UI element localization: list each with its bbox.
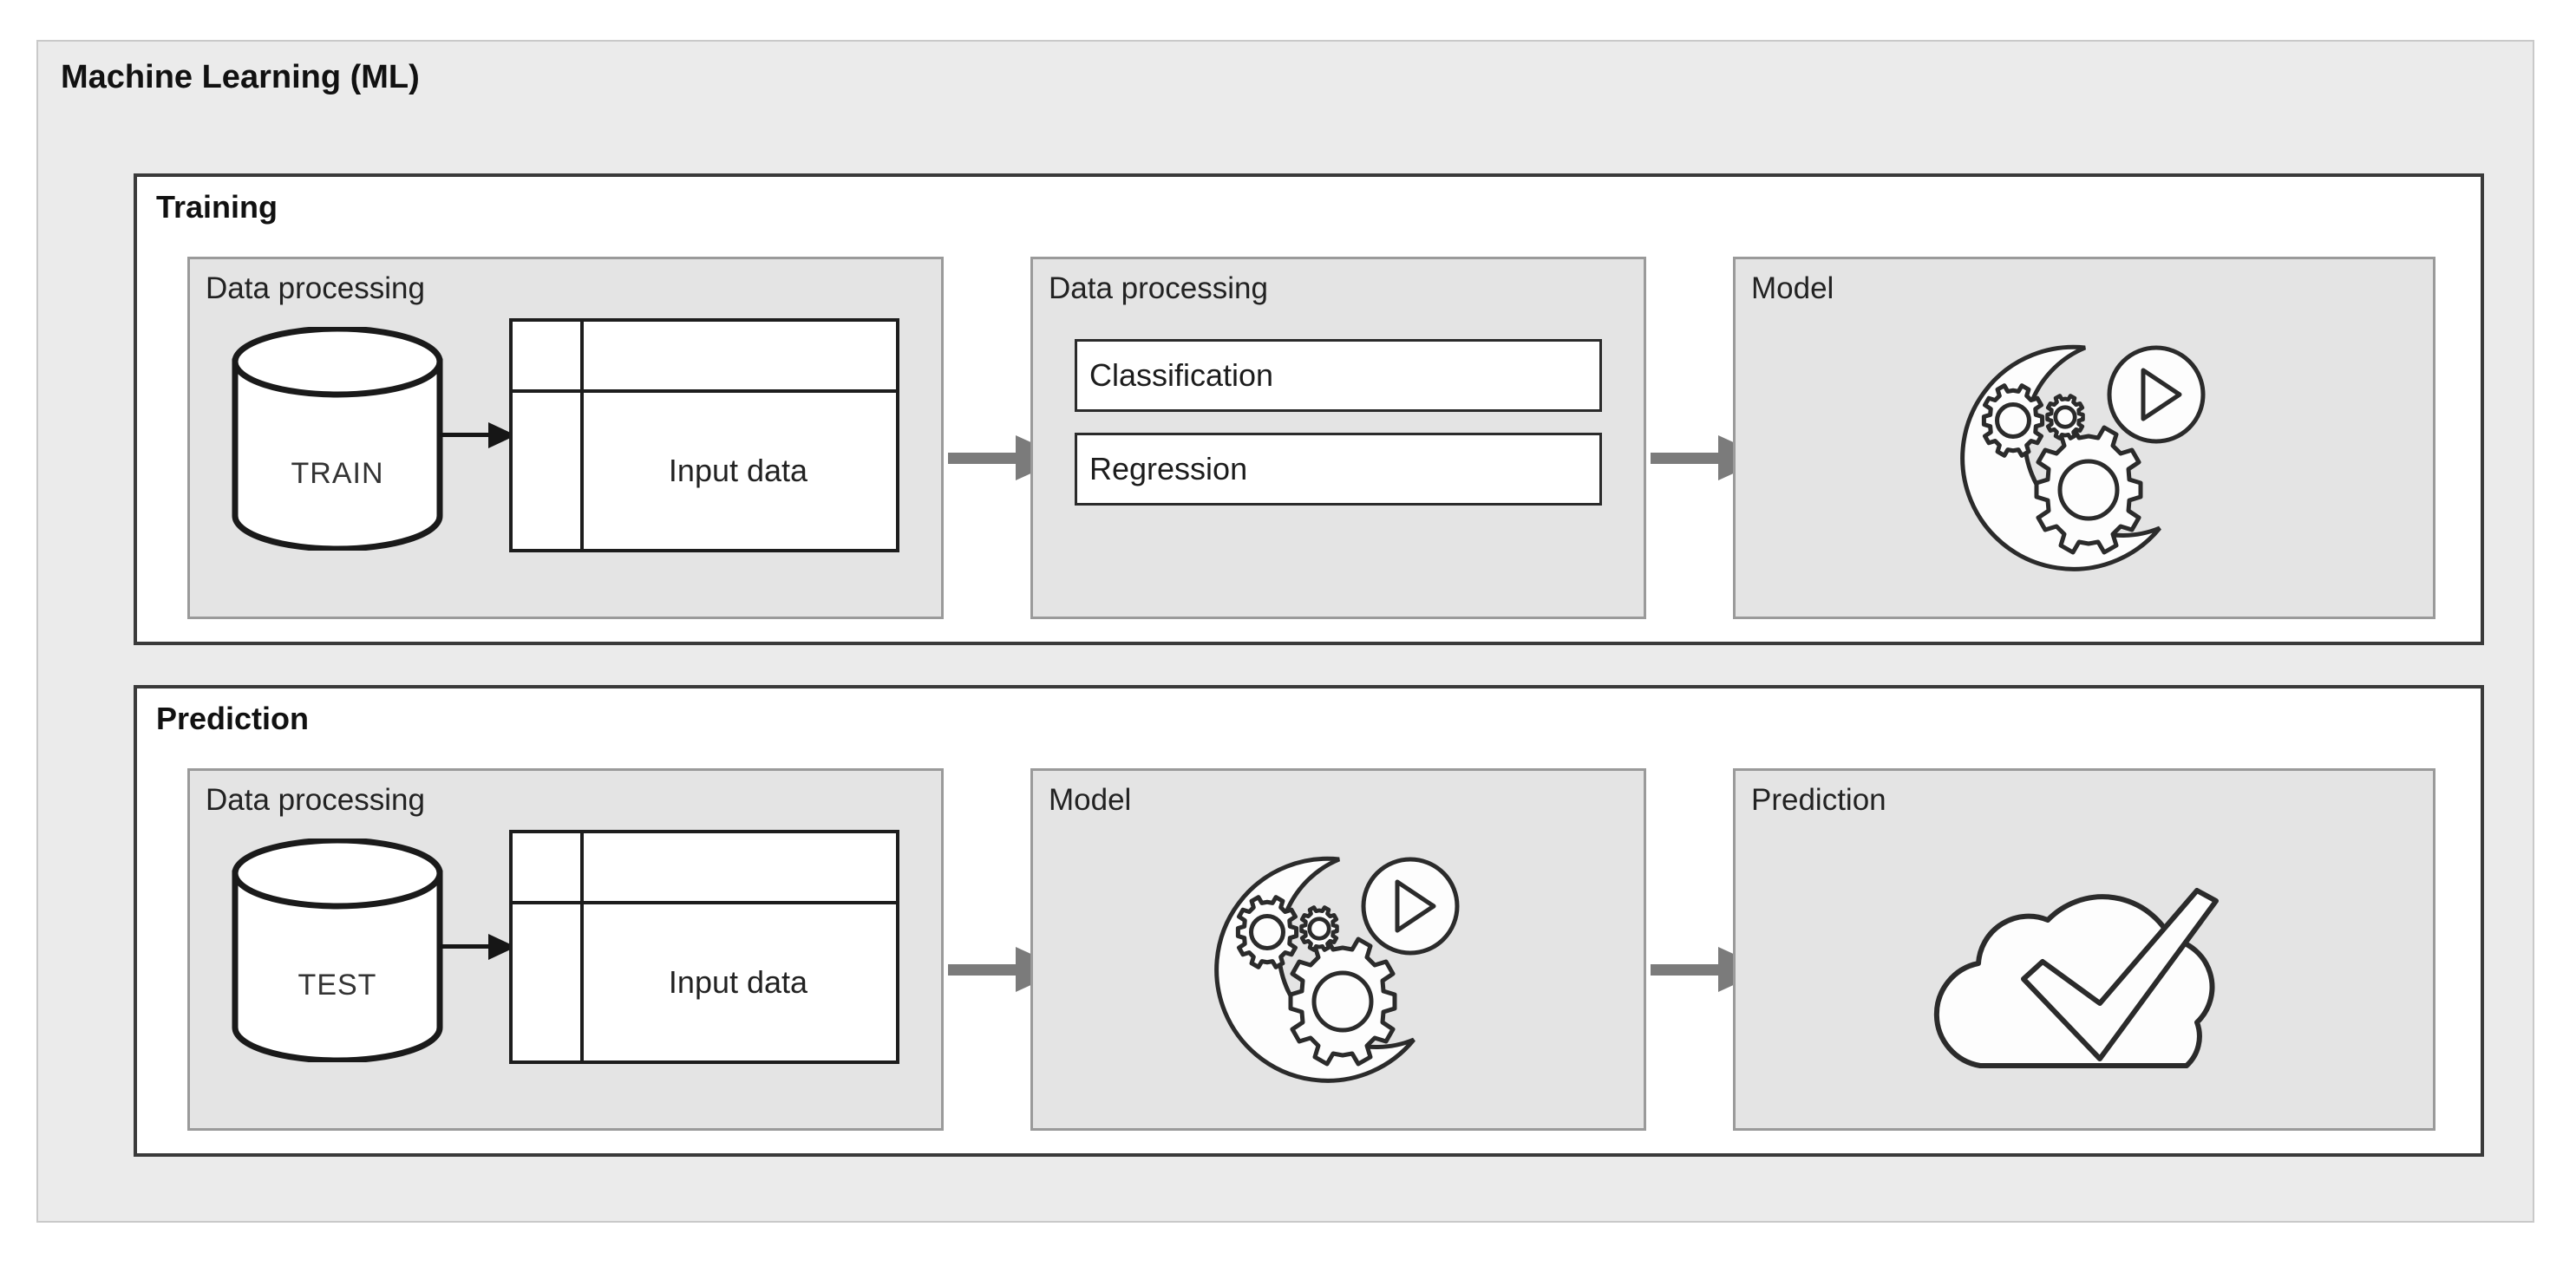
stage-training-model: Model bbox=[1733, 257, 2435, 619]
stage-title: Model bbox=[1049, 783, 1132, 817]
input-data-table: Input data bbox=[509, 318, 899, 552]
database-cylinder-icon: TEST bbox=[230, 837, 445, 1064]
option-classification[interactable]: Classification bbox=[1075, 339, 1602, 412]
table-header-divider bbox=[513, 389, 896, 393]
table-column-divider bbox=[580, 322, 584, 549]
stage-title: Model bbox=[1751, 271, 1834, 305]
section-training: Training Data processing TRAIN Input dat… bbox=[134, 173, 2484, 645]
section-prediction: Prediction Data processing TEST Input da… bbox=[134, 685, 2484, 1157]
small-right-arrow-icon bbox=[440, 422, 520, 448]
stage-training-data-processing: Data processing TRAIN Input data bbox=[187, 257, 944, 619]
cloud-check-icon bbox=[1736, 840, 2433, 1118]
stage-title: Prediction bbox=[1751, 783, 1886, 817]
ml-container: Machine Learning (ML) Training Data proc… bbox=[36, 40, 2534, 1223]
table-header-divider bbox=[513, 901, 896, 904]
stage-prediction-data-processing: Data processing TEST Input data bbox=[187, 768, 944, 1131]
input-data-table: Input data bbox=[509, 830, 899, 1064]
database-label: TRAIN bbox=[291, 457, 384, 490]
table-label: Input data bbox=[668, 453, 808, 488]
stage-title: Data processing bbox=[206, 783, 425, 817]
stage-prediction-output: Prediction bbox=[1733, 768, 2435, 1131]
stage-prediction-model: Model bbox=[1030, 768, 1646, 1131]
gears-model-icon bbox=[1736, 327, 2433, 604]
stage-title: Data processing bbox=[206, 271, 425, 305]
stage-title: Data processing bbox=[1049, 271, 1268, 305]
page-title: Machine Learning (ML) bbox=[61, 59, 420, 95]
section-title-training: Training bbox=[156, 189, 278, 225]
database-cylinder-icon: TRAIN bbox=[230, 325, 445, 552]
table-label: Input data bbox=[668, 964, 808, 1000]
option-regression[interactable]: Regression bbox=[1075, 433, 1602, 506]
stage-training-algorithms: Data processing Classification Regressio… bbox=[1030, 257, 1646, 619]
small-right-arrow-icon bbox=[440, 934, 520, 960]
database-label: TEST bbox=[297, 969, 377, 1002]
gears-model-icon bbox=[1033, 839, 1644, 1116]
table-column-divider bbox=[580, 833, 584, 1060]
section-title-prediction: Prediction bbox=[156, 701, 310, 736]
